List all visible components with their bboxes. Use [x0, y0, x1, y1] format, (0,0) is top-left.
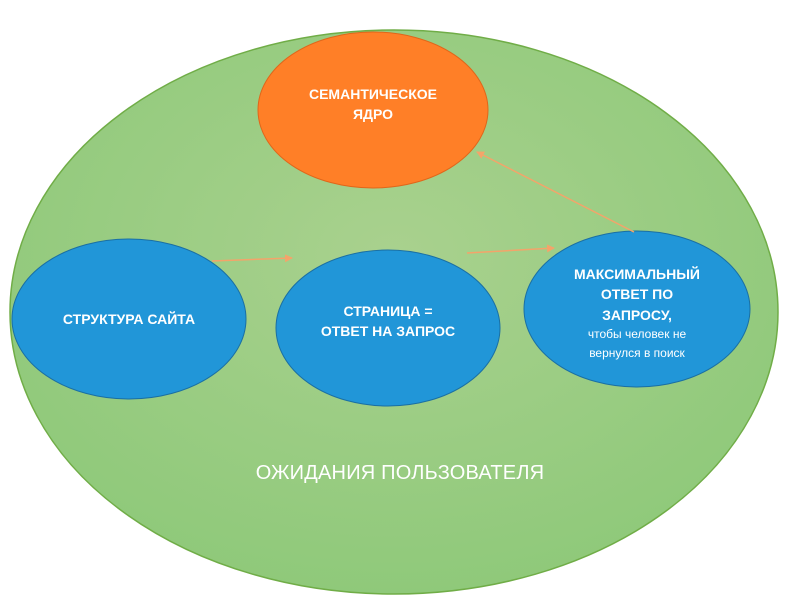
label-max-answer: МАКСИМАЛЬНЫЙ ОТВЕТ ПО ЗАПРОСУ, чтобы чел…	[547, 264, 727, 363]
node-site-structure	[11, 238, 247, 400]
label-page-answer-line1: СТРАНИЦА =	[343, 303, 433, 319]
label-user-expectations-text: ОЖИДАНИЯ ПОЛЬЗОВАТЕЛЯ	[255, 462, 545, 484]
label-user-expectations: ОЖИДАНИЯ ПОЛЬЗОВАТЕЛЯ	[200, 459, 600, 488]
label-max-answer-line3: ЗАПРОСУ,	[602, 306, 672, 323]
arrow-max-answer-to-semantic-core	[476, 151, 635, 233]
node-semantic-core	[257, 31, 489, 189]
label-semantic-core: СЕМАНТИЧЕСКОЕ ЯДРО	[283, 84, 463, 125]
label-site-structure-line1: СТРУКТУРА САЙТА	[62, 311, 196, 327]
label-max-answer-line2: ОТВЕТ ПО	[600, 286, 674, 303]
arrow-structure-to-page	[211, 254, 293, 263]
label-max-answer-line4: чтобы человек не	[587, 326, 687, 341]
label-page-answer-line2: ОТВЕТ НА ЗАПРОС	[320, 323, 456, 340]
label-site-structure: СТРУКТУРА САЙТА	[39, 309, 219, 329]
label-page-answer: СТРАНИЦА = ОТВЕТ НА ЗАПРОС	[298, 301, 478, 342]
label-semantic-core-line2: ЯДРО	[352, 106, 394, 123]
label-max-answer-line5: вернулся в поиск	[589, 346, 685, 361]
node-page-answer	[275, 249, 501, 407]
label-max-answer-line1: МАКСИМАЛЬНЫЙ	[573, 266, 700, 282]
node-max-answer	[523, 230, 751, 388]
arrow-page-to-max-answer	[466, 244, 555, 254]
label-semantic-core-line1: СЕМАНТИЧЕСКОЕ	[308, 86, 437, 102]
